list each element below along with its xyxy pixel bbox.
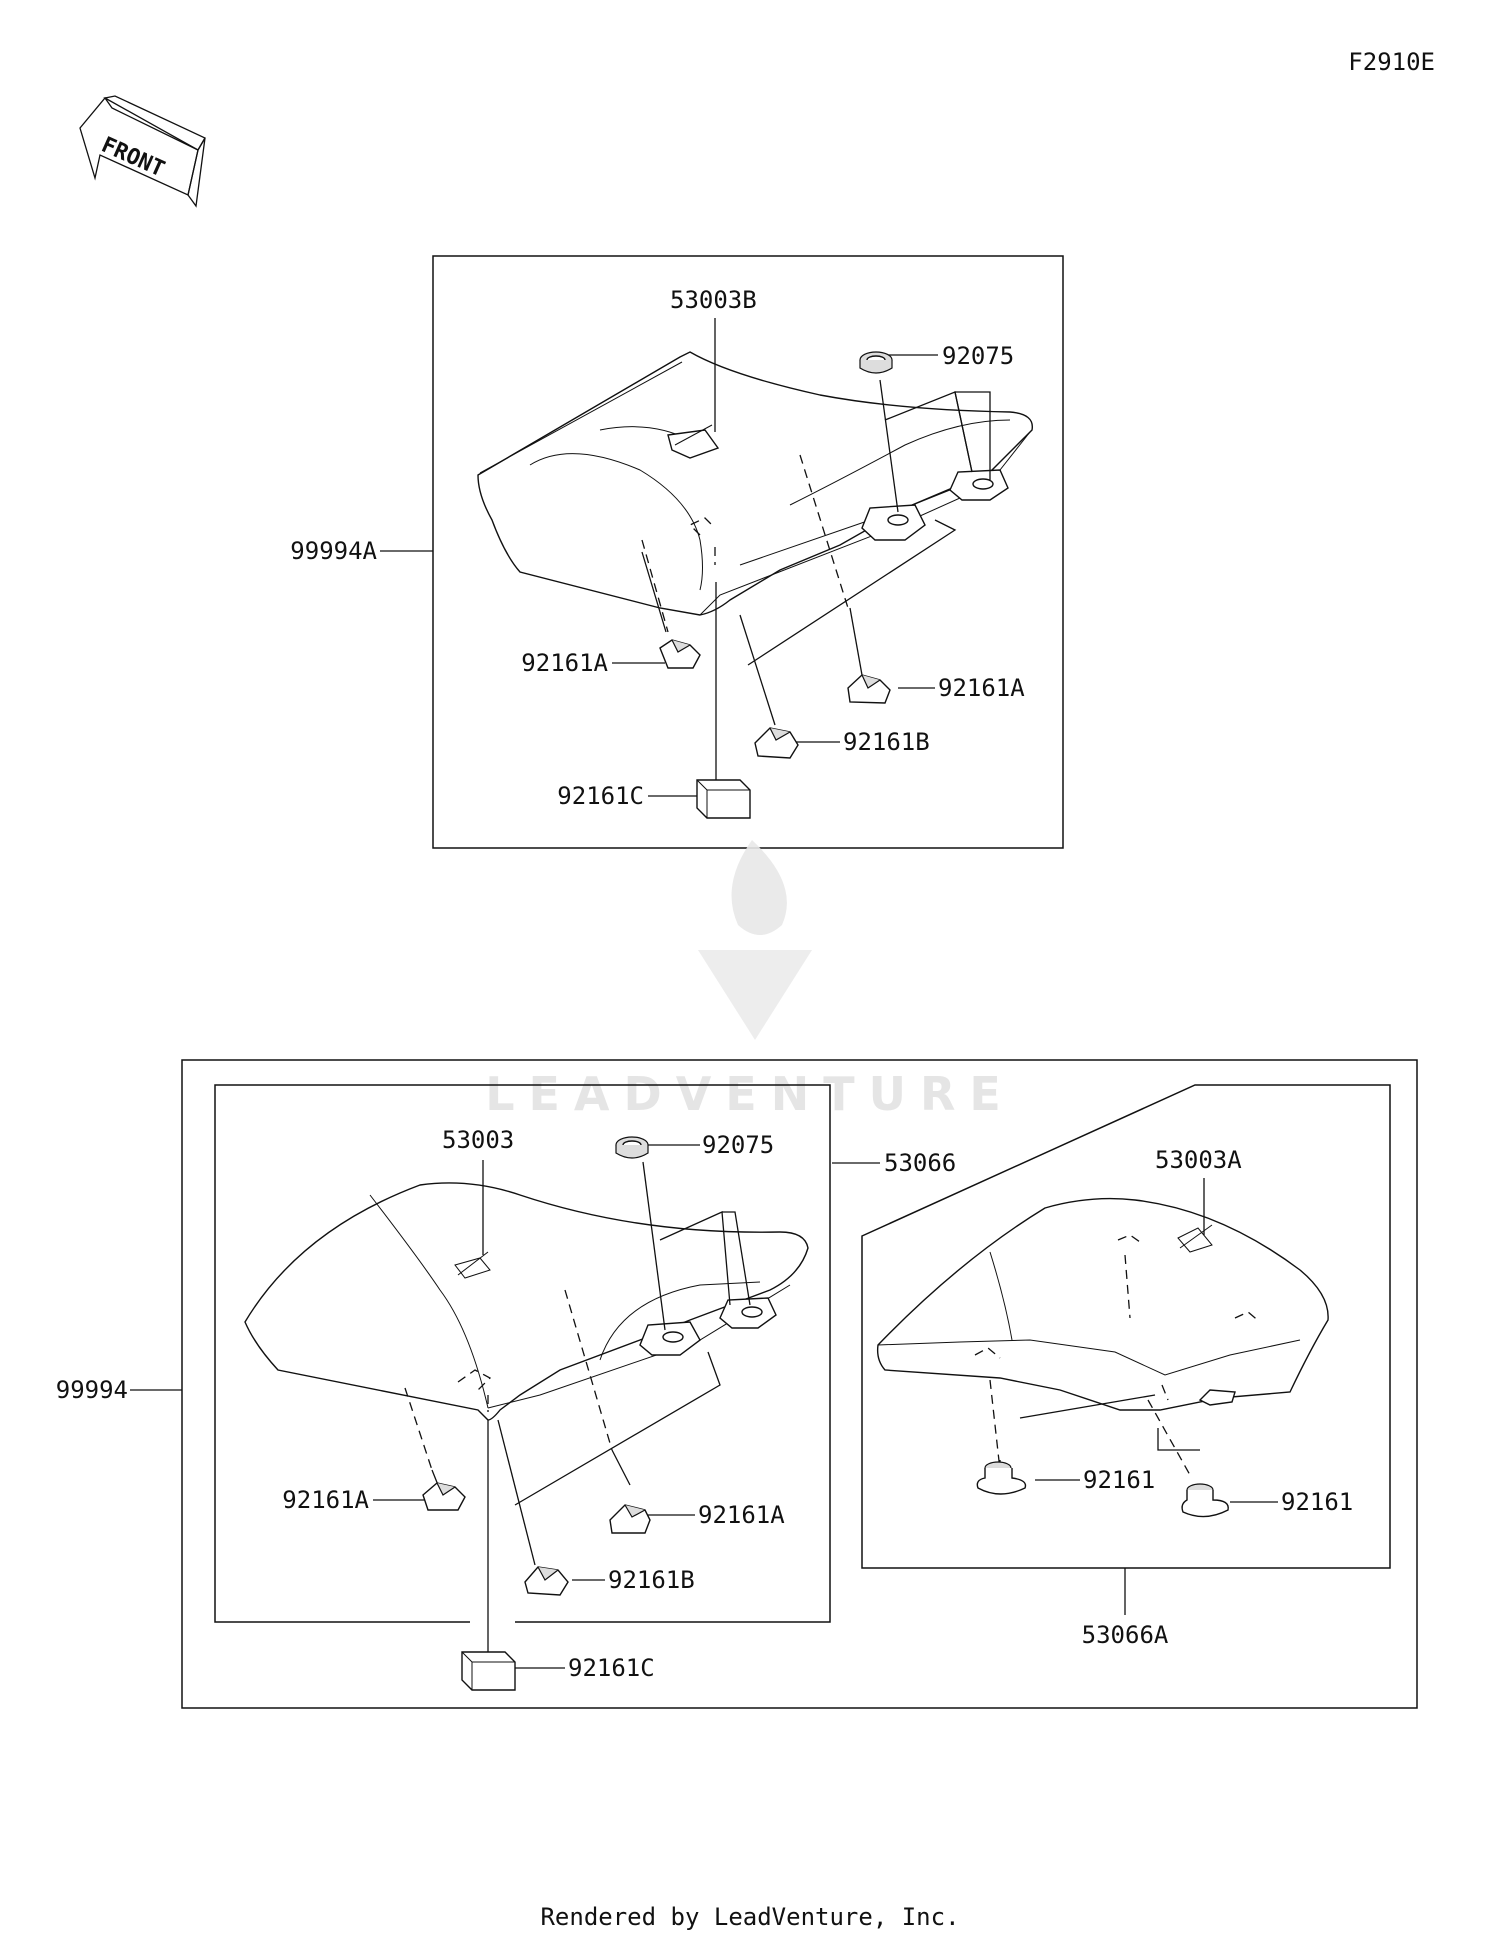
- label-92161a-top-right: 92161A: [938, 674, 1025, 702]
- seat-53003b-drawing: [477, 351, 1034, 616]
- front-seat-frame: [214, 1084, 831, 1623]
- label-53003: 53003: [442, 1126, 514, 1154]
- front-arrow-icon: FRONT: [79, 95, 206, 208]
- damper-92161a-bottom-right-drawing: [609, 1504, 651, 1534]
- label-92161a-bottom-left: 92161A: [282, 1486, 369, 1514]
- label-53066a: 53066A: [1082, 1621, 1169, 1649]
- footer-credit: Rendered by LeadVenture, Inc.: [540, 1903, 959, 1931]
- seat-53003-drawing: [244, 1182, 809, 1421]
- leadventure-watermark: LEADVENTURE: [485, 840, 1015, 1121]
- label-92161-rear-right: 92161: [1281, 1488, 1353, 1516]
- label-92161a-top-left: 92161A: [521, 649, 608, 677]
- label-92161-rear-left: 92161: [1083, 1466, 1155, 1494]
- bottom-assembly-frame: [181, 1059, 1418, 1709]
- block-92161c-drawing: [696, 779, 751, 819]
- figure-code: F2910E: [1348, 48, 1435, 76]
- label-92161c-bottom: 92161C: [568, 1654, 655, 1682]
- seat-53003a-drawing: [876, 1197, 1329, 1411]
- watermark-text: LEADVENTURE: [485, 1067, 1015, 1121]
- label-53066: 53066: [884, 1149, 956, 1177]
- label-92161b-bottom: 92161B: [608, 1566, 695, 1594]
- front-label: FRONT: [98, 133, 169, 183]
- label-99994a: 99994A: [290, 537, 377, 565]
- damper-92161b-drawing: [754, 727, 799, 759]
- damper-92161-right-drawing: [1181, 1483, 1229, 1518]
- block-92161c-bottom-drawing: [461, 1651, 516, 1691]
- label-92161b-top: 92161B: [843, 728, 930, 756]
- label-99994: 99994: [56, 1376, 128, 1404]
- damper-92161a-bottom-left-drawing: [422, 1482, 466, 1511]
- damper-92161a-left-drawing: [659, 639, 701, 669]
- grommet-92075-bottom-drawing: [615, 1136, 649, 1159]
- label-53003b: 53003B: [670, 286, 757, 314]
- top-assembly: 53003B 92075 99994A 92161A 92161A 92161B…: [290, 255, 1064, 849]
- label-92075-bottom: 92075: [702, 1131, 774, 1159]
- label-92161c-top: 92161C: [557, 782, 644, 810]
- grommet-92075-drawing: [859, 351, 893, 374]
- damper-92161-left-drawing: [976, 1461, 1027, 1495]
- label-92075-top: 92075: [942, 342, 1014, 370]
- rear-seat-frame: [861, 1084, 1391, 1569]
- label-92161a-bottom-right: 92161A: [698, 1501, 785, 1529]
- label-53003a: 53003A: [1155, 1146, 1242, 1174]
- damper-92161b-bottom-drawing: [524, 1566, 569, 1596]
- damper-92161a-right-drawing: [847, 674, 891, 704]
- bottom-assembly: 53003 92075 53066 53003A 99994 92161A 92…: [56, 1059, 1418, 1709]
